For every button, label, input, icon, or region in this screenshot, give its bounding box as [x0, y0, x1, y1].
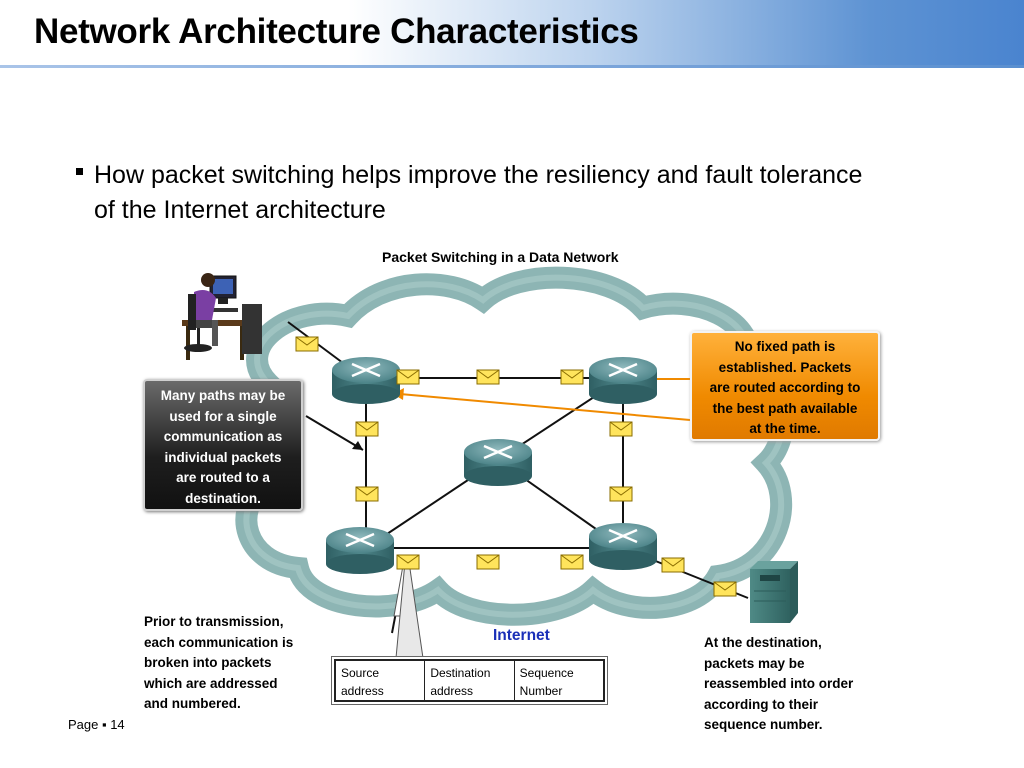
envelope-icon	[609, 421, 633, 437]
callout-line: No fixed path is	[734, 339, 836, 354]
envelope-icon	[396, 554, 420, 570]
envelope-icon	[476, 554, 500, 570]
note-line: sequence number.	[704, 717, 823, 732]
note-prior-to-transmission: Prior to transmission, each communicatio…	[144, 612, 334, 715]
note-line: At the destination,	[704, 635, 822, 650]
note-line: which are addressed	[144, 675, 278, 691]
callout-line: the best path available	[712, 400, 858, 416]
router-icon	[332, 357, 400, 404]
bullet-text: How packet switching helps improve the r…	[94, 161, 863, 224]
envelope-icon	[355, 421, 379, 437]
note-line: and numbered.	[144, 696, 241, 711]
diagram-title: Packet Switching in a Data Network	[382, 249, 619, 265]
callout-line: Many paths may be	[160, 388, 286, 403]
packet-field-sequence: Sequence Number	[519, 666, 574, 698]
note-line: reassembled into order	[704, 676, 854, 691]
callout-line: destination.	[185, 490, 261, 506]
envelope-icon	[560, 369, 584, 385]
title-divider	[0, 65, 1024, 68]
callout-line: at the time.	[749, 421, 821, 436]
slide-title: Network Architecture Characteristics	[34, 12, 639, 51]
packet-switching-diagram: Packet Switching in a Data Network Many …	[138, 238, 884, 732]
server-icon	[750, 561, 798, 623]
envelope-icon	[355, 486, 379, 502]
router-icon	[326, 527, 394, 574]
packet-header-table: Source address Destination address Seque…	[331, 656, 608, 705]
callout-no-fixed-path: No fixed path is established. Packets ar…	[690, 331, 880, 441]
callout-line: individual packets	[164, 449, 282, 465]
callout-line: established. Packets	[718, 359, 852, 375]
note-line: broken into packets	[144, 655, 272, 670]
user-at-computer-icon	[182, 273, 262, 360]
diagram-graphics	[182, 266, 798, 659]
note-line: packets may be	[704, 655, 805, 671]
router-icon	[589, 523, 657, 570]
packet-field-destination: Destination address	[425, 661, 515, 700]
envelope-icon	[609, 486, 633, 502]
envelope-icon	[476, 369, 500, 385]
internet-label: Internet	[493, 627, 550, 644]
envelope-icon	[396, 369, 420, 385]
envelope-icon	[295, 336, 319, 352]
envelope-icon	[713, 581, 737, 597]
note-line: according to their	[704, 696, 819, 712]
callout-line: are routed according to	[709, 380, 861, 395]
router-icon	[464, 439, 532, 486]
title-bar	[0, 0, 1024, 66]
callout-many-paths: Many paths may be used for a single comm…	[143, 379, 303, 511]
packet-field-source: Source address	[336, 661, 426, 700]
envelope-icon	[661, 557, 685, 573]
callout-line: communication as	[163, 429, 283, 444]
callout-line: are routed to a	[176, 470, 270, 485]
note-at-destination: At the destination, packets may be reass…	[704, 633, 889, 736]
router-icon	[589, 357, 657, 404]
envelope-icon	[560, 554, 584, 570]
page-number: Page ▪ 14	[68, 717, 125, 732]
note-line: each communication is	[144, 634, 294, 650]
envelope-icons	[295, 336, 737, 597]
note-line: Prior to transmission,	[144, 614, 284, 629]
callout-line: used for a single	[169, 408, 277, 424]
bullet-square-icon	[76, 168, 83, 175]
